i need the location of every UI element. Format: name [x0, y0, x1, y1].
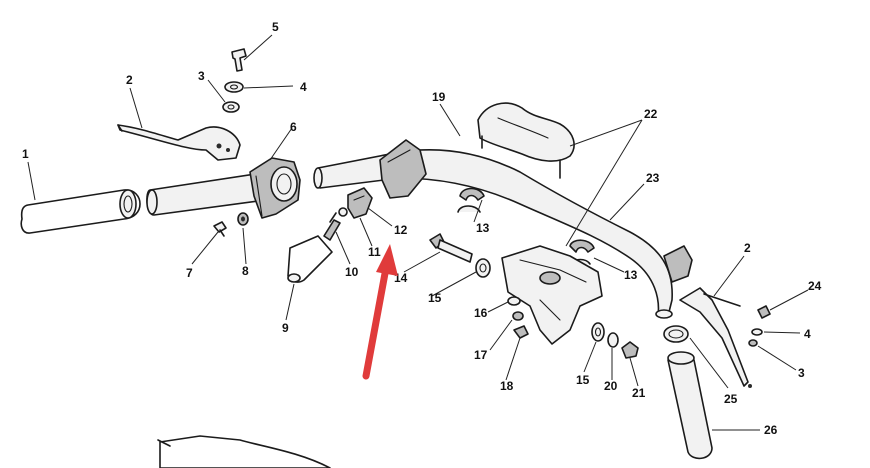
right-pivot-screw-part: [748, 305, 771, 347]
split-clip-part: [457, 187, 485, 213]
leader-15b: [583, 341, 597, 373]
leader-5: [243, 34, 273, 61]
callout-13a: 13: [476, 221, 490, 235]
leader-3a: [207, 79, 226, 103]
callout-11: 11: [368, 245, 381, 259]
left-lever-part: [117, 124, 241, 161]
right-end-bracket-part: [663, 245, 693, 283]
hex-nut-part: [513, 325, 529, 339]
spring-washer-part: [512, 311, 524, 321]
small-nut-part: [237, 212, 249, 226]
leader-13b: [593, 257, 625, 273]
callout-2: 2: [126, 73, 133, 87]
pivot-screw-part: [222, 48, 247, 113]
leader-22a: [569, 119, 643, 147]
leader-12: [367, 207, 393, 227]
center-clamp-part: [379, 139, 427, 199]
red-pointer-arrow: [362, 244, 398, 380]
right-ring-part: [663, 325, 689, 343]
left-clamp-part: [249, 157, 301, 219]
small-screw-part: [213, 221, 227, 237]
leader-21: [629, 357, 639, 387]
washer-right-part: [591, 322, 605, 342]
leader-11: [359, 217, 373, 247]
leader-22b: [565, 119, 643, 247]
callout-21: 21: [632, 386, 646, 400]
callout-26: 26: [764, 423, 778, 437]
callout-9: 9: [282, 321, 289, 335]
leader-3b: [757, 345, 797, 371]
callout-20: 20: [604, 379, 618, 393]
top-cover-part: [477, 102, 575, 179]
leader-lines: [27, 34, 809, 431]
callout-7: 7: [186, 266, 193, 280]
callout-18: 18: [500, 379, 514, 393]
right-lever-part: [679, 287, 752, 388]
leader-18: [505, 337, 521, 381]
dome-nut-part: [621, 341, 639, 359]
cable-adjuster-part: [323, 207, 348, 241]
leader-16: [487, 301, 509, 313]
callout-23: 23: [646, 171, 660, 185]
small-washer-part: [507, 296, 521, 306]
arrow-shaft: [362, 264, 390, 380]
washer-part: [475, 258, 491, 278]
callout-22: 22: [644, 107, 658, 121]
leader-4b: [763, 331, 801, 334]
arrow-head: [376, 244, 398, 276]
callout-13b: 13: [624, 268, 638, 282]
left-tube-part: [146, 172, 267, 216]
leader-9: [285, 283, 295, 321]
callout-16: 16: [474, 306, 488, 320]
leader-4a: [243, 85, 294, 89]
callout-1: 1: [22, 147, 29, 161]
callout-5: 5: [272, 20, 279, 34]
leader-7: [191, 231, 219, 265]
leader-2b: [713, 255, 745, 297]
cropped-handlebar-fragment: [157, 435, 331, 468]
leader-13a: [473, 199, 483, 223]
lock-washer-part: [607, 332, 619, 348]
leader-2a: [129, 87, 143, 129]
leader-6: [269, 127, 293, 161]
leader-24: [769, 289, 809, 311]
leader-1: [27, 161, 36, 201]
clamp-bolt-part: [429, 233, 473, 263]
stem-clamp-part: [501, 245, 603, 345]
leader-25: [689, 337, 729, 389]
leader-23: [609, 183, 645, 221]
right-grip-part: [667, 351, 713, 460]
callout-4b: 4: [804, 327, 811, 341]
callout-19: 19: [432, 90, 446, 104]
leader-15a: [431, 271, 477, 297]
callout-8: 8: [242, 264, 249, 278]
leader-19: [439, 103, 461, 137]
callout-labels: 1 2 3 4 5 6 7 8 9 10 11 12 13 13 14 15 1…: [22, 20, 822, 437]
callout-3b: 3: [798, 366, 805, 380]
handlebar-tube-part: [313, 148, 673, 319]
callout-10: 10: [345, 265, 359, 279]
callout-17: 17: [474, 348, 488, 362]
rubber-boot-part: [287, 235, 333, 283]
callout-15b: 15: [576, 373, 590, 387]
callout-12: 12: [394, 223, 408, 237]
callout-24: 24: [808, 279, 822, 293]
left-grip-part: [20, 189, 141, 234]
callout-15a: 15: [428, 291, 442, 305]
callout-6: 6: [290, 120, 297, 134]
leader-8: [242, 227, 247, 265]
cable-clip-part: [347, 187, 373, 219]
callout-2b: 2: [744, 241, 751, 255]
leader-14: [403, 251, 441, 273]
callout-4: 4: [300, 80, 307, 94]
leader-10: [335, 231, 351, 265]
callout-25: 25: [724, 392, 738, 406]
callout-3: 3: [198, 69, 205, 83]
leader-17: [489, 319, 513, 351]
